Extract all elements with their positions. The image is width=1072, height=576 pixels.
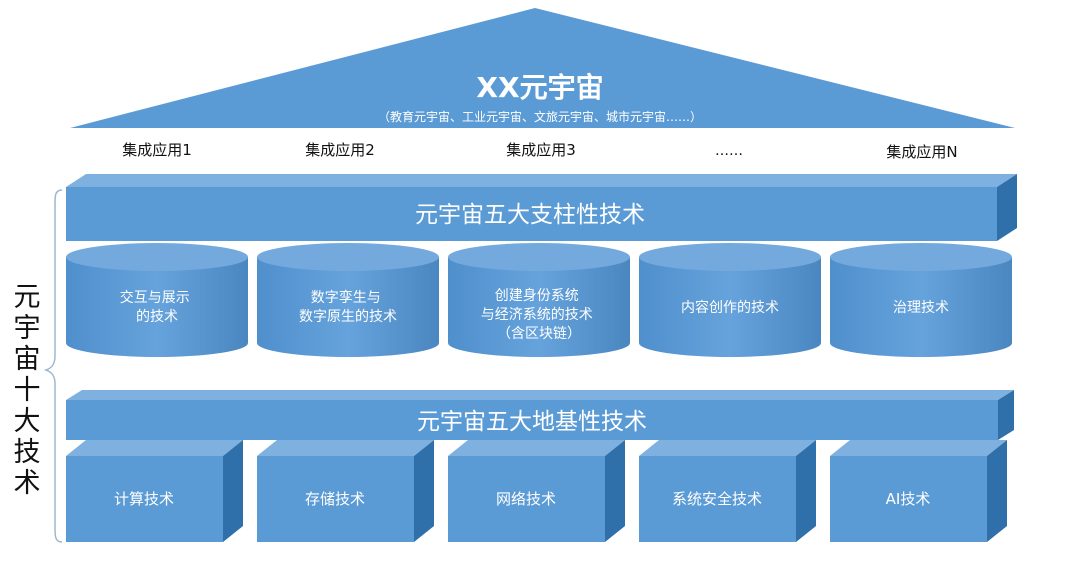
foundation-block: 系统安全技术	[639, 440, 816, 542]
application-ellipsis: ……	[715, 143, 743, 159]
base-beam-label: 元宇宙五大地基性技术	[417, 409, 647, 435]
application-label: 集成应用2	[305, 141, 375, 159]
pillar-label: 内容创作的技术	[681, 299, 779, 316]
pillar-label: 交互与展示 的技术	[120, 289, 194, 325]
pillar-beam: 元宇宙五大支柱性技术	[66, 174, 1017, 241]
base-beam: 元宇宙五大地基性技术	[66, 390, 1014, 440]
foundation-block: 计算技术	[66, 440, 243, 542]
pillar-label: 创建身份系统 与经济系统的技术 （含区块链）	[481, 288, 597, 342]
side-label: 元 宇 宙 十 大 技 术	[13, 282, 41, 499]
foundation-label: AI技术	[886, 490, 931, 508]
pillar-cylinder: 数字孪生与 数字原生的技术	[257, 243, 439, 357]
roof-title: XX元宇宙	[476, 71, 603, 104]
pillar-label: 数字孪生与 数字原生的技术	[299, 289, 397, 325]
foundation-block: 存储技术	[257, 440, 434, 542]
pillar-cylinder: 治理技术	[830, 243, 1012, 357]
side-brace	[43, 189, 63, 543]
application-label: 集成应用N	[886, 143, 957, 161]
foundation-label: 系统安全技术	[672, 490, 762, 508]
roof	[70, 8, 1015, 128]
pillar-cylinder: 内容创作的技术	[639, 243, 821, 357]
application-label: 集成应用1	[122, 141, 192, 159]
foundation-label: 存储技术	[305, 490, 365, 508]
foundation-block: AI技术	[830, 440, 1007, 542]
pillar-beam-label: 元宇宙五大支柱性技术	[415, 202, 645, 228]
foundation-block: 网络技术	[448, 440, 625, 542]
foundation-label: 网络技术	[496, 490, 556, 508]
application-label: 集成应用3	[506, 141, 576, 159]
pillar-cylinder: 创建身份系统 与经济系统的技术 （含区块链）	[448, 243, 630, 357]
pillar-label: 治理技术	[893, 300, 949, 316]
pillar-cylinder: 交互与展示 的技术	[66, 243, 248, 357]
roof-subtitle: （教育元宇宙、工业元宇宙、文旅元宇宙、城市元宇宙……）	[378, 109, 702, 124]
foundation-label: 计算技术	[114, 490, 174, 508]
